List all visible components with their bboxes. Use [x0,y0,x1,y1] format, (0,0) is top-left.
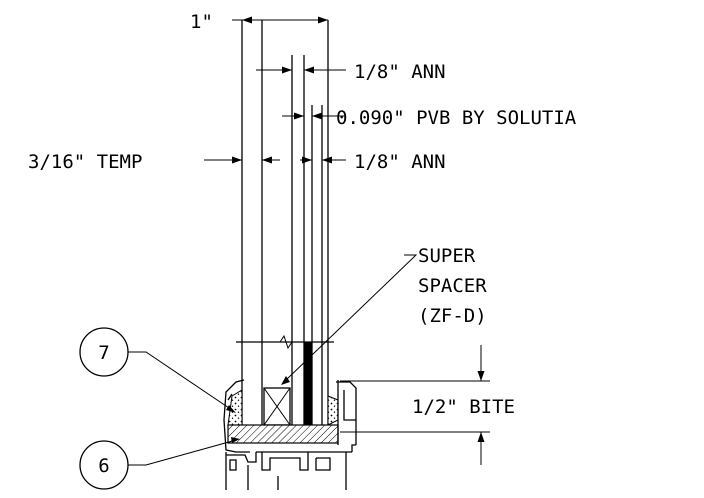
bite-label: 1/2" BITE [412,396,515,418]
overall-thickness-label: 1" [190,11,213,33]
spacer-label-line1: SUPER [418,245,476,267]
frame-profile [223,379,357,490]
spacer-label-line2: SPACER [418,275,487,297]
outer-lite-bottom-label: 1/8" ANN [354,151,446,173]
glass-lites [236,20,334,425]
spacer-label-line3: (ZF-D) [418,305,487,327]
dimension-lines [204,16,490,465]
svg-text:6: 6 [98,455,109,477]
interlayer-label: 0.090" PVB BY SOLUTIA [336,107,577,129]
outer-lite-top-label: 1/8" ANN [354,61,446,83]
callout-7: 7 [79,327,129,377]
svg-text:7: 7 [98,342,109,364]
leaders [128,254,418,466]
inner-lite-label: 3/16" TEMP [28,151,142,173]
callout-6: 6 [79,440,129,490]
